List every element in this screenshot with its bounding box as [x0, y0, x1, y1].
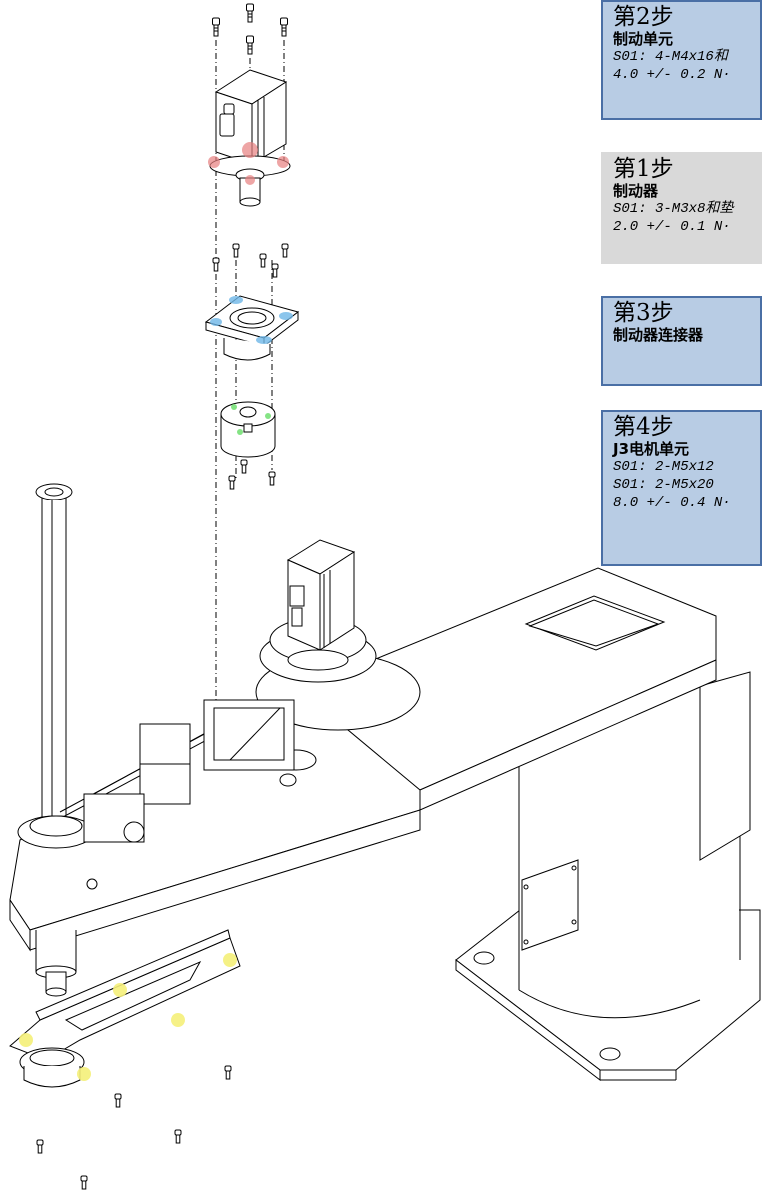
screw-icon-top-2 [212, 17, 220, 37]
brake-ring [220, 401, 276, 458]
screw-icon-step1-d [259, 253, 267, 268]
highlight-red-holes [208, 142, 289, 185]
highlight-green-holes [231, 404, 271, 435]
robot-base [455, 671, 761, 1082]
cover-plate [9, 929, 241, 1088]
screw-icon-bottom-3 [174, 1129, 182, 1144]
step-3-title: 第3步 [613, 300, 674, 326]
screw-icon-top-1 [246, 3, 254, 23]
step-2-name: 制动单元 [613, 30, 674, 48]
screw-icon-ring-b [228, 475, 236, 490]
screw-icon-bottom-1 [224, 1065, 232, 1080]
step-1-callout: 第1步 制动器 S01: 3-M3x8和垫 2.0 +/- 0.1 N· [601, 152, 762, 264]
screw-icon-bottom-4 [36, 1139, 44, 1154]
step-2-callout: 第2步 制动单元 S01: 4-M4x16和 4.0 +/- 0.2 N· [601, 0, 762, 120]
screw-icon-top-4 [246, 35, 254, 55]
screw-icon-top-3 [280, 17, 288, 37]
j3-motor-unit [286, 539, 356, 671]
step-1-name: 制动器 [613, 182, 659, 200]
highlight-yellow-holes [19, 953, 237, 1081]
step-4-torque: 8.0 +/- 0.4 N· [613, 495, 731, 511]
screw-icon-step1-a [232, 243, 240, 258]
screw-icon-bottom-5 [80, 1175, 88, 1190]
step-4-spec-2: S01: 2-M5x20 [613, 477, 714, 493]
screw-icon-ring-c [268, 471, 276, 486]
step-2-title: 第2步 [613, 4, 674, 30]
step-3-name: 制动器连接器 [613, 326, 704, 344]
step-1-torque: 2.0 +/- 0.1 N· [613, 219, 731, 235]
step-2-spec-1: S01: 4-M4x16和 [613, 49, 728, 65]
step-1-spec-1: S01: 3-M3x8和垫 [613, 201, 734, 217]
step-4-title: 第4步 [613, 414, 674, 440]
mounting-plate [204, 295, 300, 361]
step-4-spec-1: S01: 2-M5x12 [613, 459, 714, 475]
step-4-callout: 第4步 J3电机单元 S01: 2-M5x12 S01: 2-M5x20 8.0… [601, 410, 762, 566]
screw-icon-ring-a [240, 459, 248, 474]
step-4-name: J3电机单元 [613, 440, 690, 458]
screw-icon-step1-c [281, 243, 289, 258]
ball-screw-spline [35, 483, 73, 822]
step-3-callout: 第3步 制动器连接器 [601, 296, 762, 386]
highlight-blue-holes [210, 296, 293, 344]
screw-icon-step1-b [212, 257, 220, 272]
step-1-title: 第1步 [613, 156, 674, 182]
screw-icon-step1-e [271, 263, 279, 278]
brake-unit-motor [209, 69, 291, 207]
step-2-torque: 4.0 +/- 0.2 N· [613, 67, 731, 83]
screw-icon-bottom-2 [114, 1093, 122, 1108]
